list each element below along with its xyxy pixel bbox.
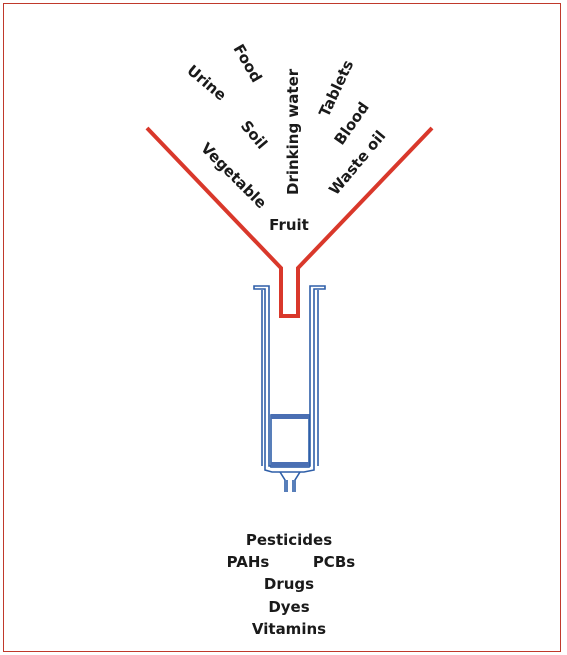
sorbent-bed [270, 414, 310, 468]
syringe-tip [279, 471, 301, 492]
analyte-label-pahs: PAHs [227, 553, 270, 571]
syringe-inner-wall [261, 290, 319, 466]
analyte-label-pesticides: Pesticides [246, 531, 332, 549]
figure-border [3, 3, 561, 652]
sample-label-drinking-water: Drinking water [284, 68, 302, 195]
funnel [145, 126, 434, 318]
analyte-label-vitamins: Vitamins [252, 620, 326, 638]
sample-label-urine: Urine [183, 61, 229, 104]
analyte-label-pcbs: PCBs [313, 553, 355, 571]
sample-label-soil: Soil [237, 117, 271, 153]
lower-frit [271, 462, 309, 467]
syringe [253, 285, 326, 492]
analyte-labels: Pesticides PAHs PCBs Drugs Dyes Vitamins [227, 531, 356, 638]
sample-label-food: Food [230, 41, 266, 86]
analyte-label-dyes: Dyes [268, 598, 309, 616]
sample-label-fruit: Fruit [269, 216, 309, 234]
analyte-label-drugs: Drugs [264, 575, 314, 593]
upper-frit [271, 414, 309, 419]
